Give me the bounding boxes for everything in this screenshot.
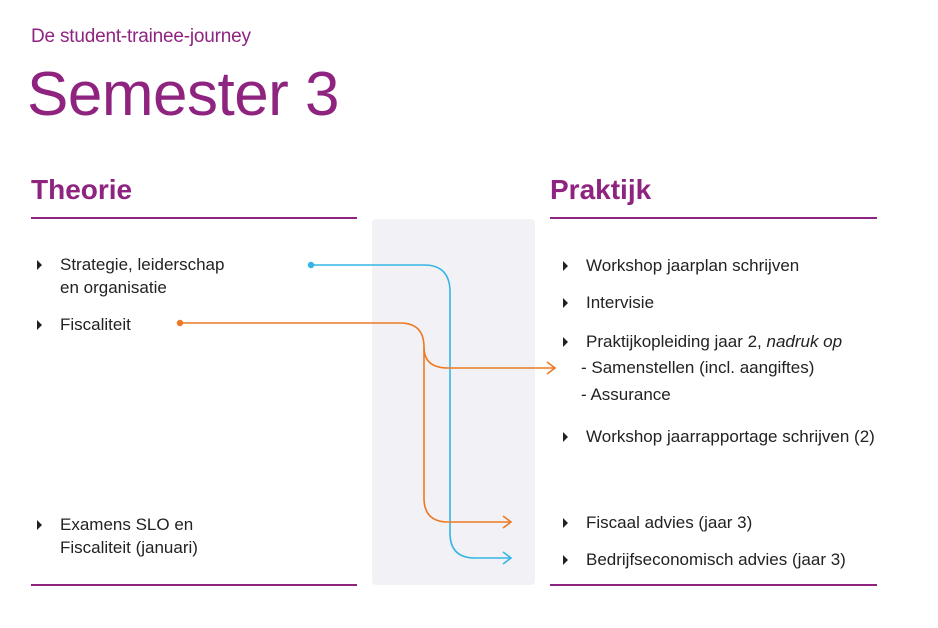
connector-orange-start-dot — [176, 319, 184, 327]
practice-item-label: Workshop jaarrapportage schrijven (2) — [586, 427, 875, 446]
practice-item-label: Praktijkopleiding jaar 2, nadruk op — [563, 330, 842, 353]
page-title: Semester 3 — [27, 60, 340, 129]
bullet-triangle-icon — [37, 260, 42, 270]
practice-item-text: Praktijkopleiding jaar 2, — [586, 332, 767, 351]
theory-item-line1: Examens SLO en — [60, 515, 194, 534]
practice-item-emphasis: nadruk op — [766, 332, 843, 351]
bullet-triangle-icon — [563, 555, 568, 565]
practice-item-bedrijfseconomisch-advies: Bedrijfseconomisch advies (jaar 3) — [563, 548, 846, 571]
practice-subitem-samenstellen: - Samenstellen (incl. aangiftes) — [581, 358, 815, 377]
practice-heading: Praktijk — [550, 174, 652, 205]
practice-item-praktijkopleiding: Praktijkopleiding jaar 2, nadruk op — [563, 330, 842, 353]
practice-top-rule — [550, 217, 877, 219]
practice-item-label: Intervisie — [586, 293, 655, 312]
practice-bottom-rule — [550, 584, 877, 586]
connector-orange-fiscaliteit-to-fiscaal-advies — [423, 347, 513, 529]
theory-heading: Theorie — [31, 174, 133, 205]
practice-item-workshop-jaarrapportage: Workshop jaarrapportage schrijven (2) — [563, 425, 875, 448]
practice-item-intervisie: Intervisie — [563, 291, 654, 314]
theory-top-rule — [31, 217, 357, 219]
bullet-triangle-icon — [563, 298, 568, 308]
page-subtitle: De student-trainee-journey — [31, 26, 251, 47]
theory-item-examens: Examens SLO en Fiscaliteit (januari) — [37, 513, 198, 559]
practice-subitem-assurance: - Assurance — [581, 385, 671, 404]
theory-item-line1: Strategie, leiderschap — [60, 255, 225, 274]
bullet-triangle-icon — [563, 432, 568, 442]
connector-blue-start-dot — [307, 261, 315, 269]
theory-item-fiscaliteit: Fiscaliteit — [37, 313, 131, 336]
theory-item-line2: en organisatie — [60, 278, 167, 297]
theory-item-line2: Fiscaliteit (januari) — [60, 538, 198, 557]
connector-orange-fiscaliteit-to-praktijkopleiding — [180, 322, 557, 375]
connector-blue-strategie-to-bedrijfseconomisch — [311, 264, 513, 565]
theory-item-line1: Fiscaliteit — [60, 315, 131, 334]
theory-item-strategie: Strategie, leiderschap en organisatie — [37, 253, 224, 299]
bullet-triangle-icon — [563, 261, 568, 271]
bullet-triangle-icon — [563, 337, 568, 347]
bullet-triangle-icon — [37, 320, 42, 330]
practice-item-workshop-jaarplan: Workshop jaarplan schrijven — [563, 254, 799, 277]
bullet-triangle-icon — [563, 518, 568, 528]
practice-item-label: Workshop jaarplan schrijven — [586, 256, 800, 275]
bullet-triangle-icon — [37, 520, 42, 530]
practice-item-fiscaal-advies: Fiscaal advies (jaar 3) — [563, 511, 752, 534]
practice-item-label: Fiscaal advies (jaar 3) — [586, 513, 753, 532]
practice-item-label: Bedrijfseconomisch advies (jaar 3) — [586, 550, 846, 569]
theory-bottom-rule — [31, 584, 357, 586]
